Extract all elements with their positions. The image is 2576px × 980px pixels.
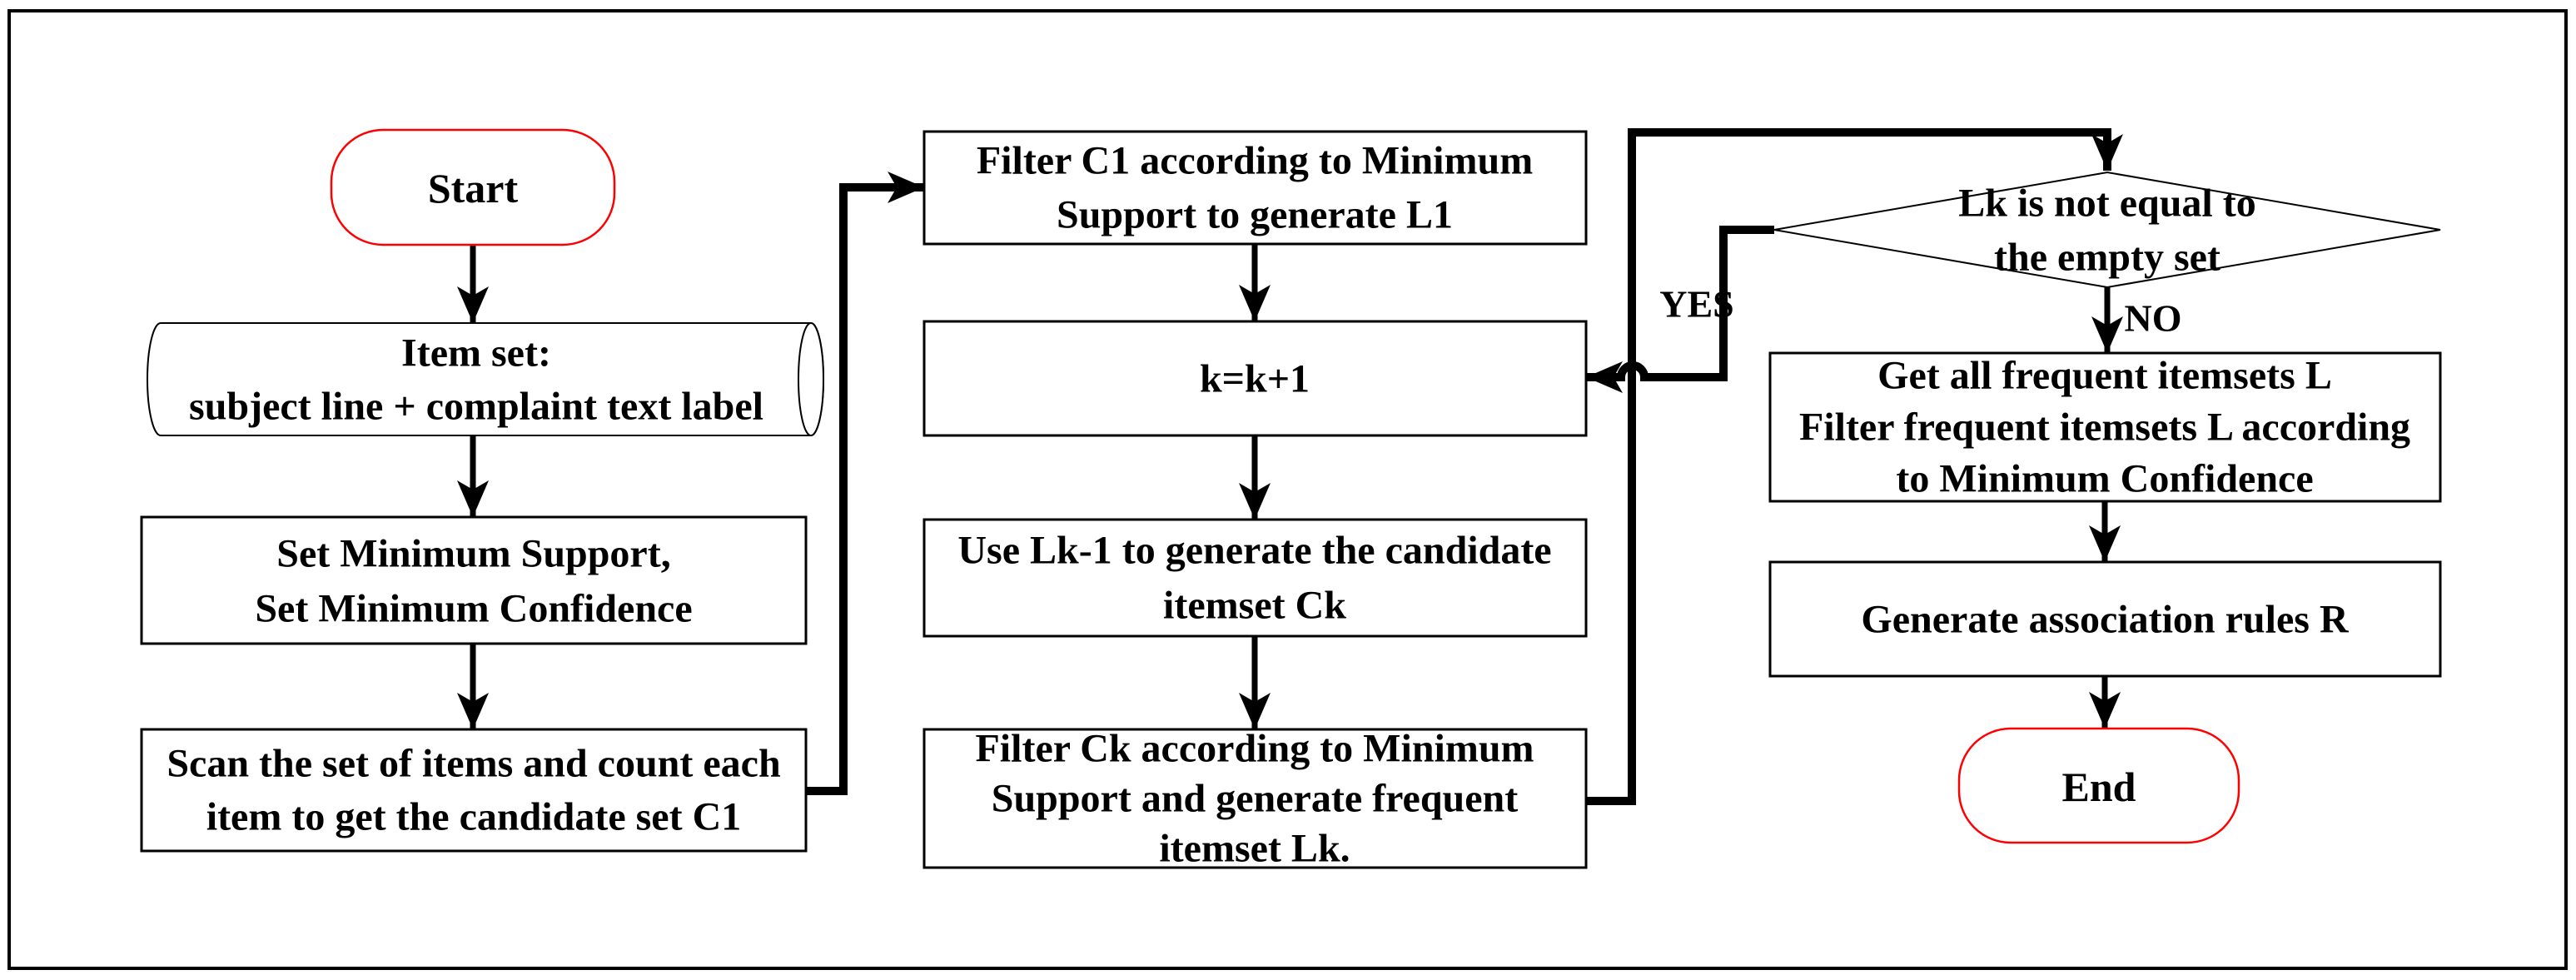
scan-items-box (140, 728, 808, 853)
set-minimums-box (140, 515, 808, 645)
scan-items-node: Scan the set of items and count each ite… (140, 728, 808, 853)
increment-k-label: k=k+1 (1200, 357, 1310, 401)
set-minimums-node: Set Minimum Support, Set Minimum Confide… (140, 515, 808, 645)
no-branch-label: NO (2125, 297, 2182, 340)
decision-line2: the empty set (1994, 236, 2220, 280)
get-frequent-line3: to Minimum Confidence (1896, 457, 2313, 501)
end-node: End (1957, 727, 2240, 844)
get-frequent-box (1768, 351, 2442, 503)
filter-c1-node: Filter C1 according to Minimum Support t… (922, 130, 1588, 246)
set-minimums-line2: Set Minimum Confidence (255, 587, 692, 631)
set-minimums-line1: Set Minimum Support, (276, 532, 670, 576)
end-label: End (2062, 764, 2136, 810)
yes-branch-label: YES (1659, 283, 1733, 326)
increment-k-box (922, 320, 1588, 437)
scan-items-line1: Scan the set of items and count each (167, 742, 780, 786)
generate-rules-label: Generate association rules R (1861, 598, 2350, 642)
get-frequent-line1: Get all frequent itemsets L (1877, 354, 2332, 398)
generate-ck-line2: itemset Ck (1163, 584, 1346, 628)
get-frequent-node: Get all frequent itemsets L Filter frequ… (1768, 351, 2442, 503)
generate-ck-node: Use Lk-1 to generate the candidate items… (922, 518, 1588, 638)
end-terminator-shape (1957, 727, 2240, 844)
start-node: Start (330, 128, 616, 246)
decision-diamond-shape (1773, 171, 2441, 289)
filter-ck-line3: itemset Lk. (1159, 827, 1350, 871)
get-frequent-line2: Filter frequent itemsets L according (1799, 405, 2410, 450)
item-set-line1: Item set: (401, 331, 551, 376)
edge-scan-to-filterc1 (806, 172, 924, 795)
lk-not-empty-decision-node: Lk is not equal to the empty set (1773, 171, 2441, 289)
generate-ck-box (922, 518, 1588, 638)
generate-rules-node: Generate association rules R (1768, 560, 2442, 678)
edge-decision-yes-to-k (1586, 226, 1774, 393)
filter-ck-line1: Filter Ck according to Minimum (975, 727, 1534, 771)
cylinder-cap-shape (798, 322, 824, 436)
filter-c1-line2: Support to generate L1 (1057, 193, 1453, 237)
filter-c1-line1: Filter C1 according to Minimum (977, 139, 1533, 183)
decision-line1: Lk is not equal to (1958, 182, 2255, 226)
generate-ck-line1: Use Lk-1 to generate the candidate (957, 529, 1551, 573)
filter-c1-box (922, 130, 1588, 246)
edge-filterck-to-decision (1586, 128, 2123, 805)
item-set-cylinder-node: Item set: subject line + complaint text … (147, 322, 824, 436)
start-label: Start (428, 165, 519, 211)
scan-items-line2: item to get the candidate set C1 (206, 795, 742, 839)
filter-ck-box (922, 728, 1588, 869)
increment-k-node: k=k+1 (922, 320, 1588, 437)
start-terminator-shape (330, 128, 616, 246)
item-set-line2: subject line + complaint text label (189, 385, 763, 429)
diagram-border (7, 9, 2568, 970)
filter-ck-line2: Support and generate frequent (992, 777, 1518, 821)
filter-ck-node: Filter Ck according to Minimum Support a… (922, 727, 1588, 871)
generate-rules-box (1768, 560, 2442, 678)
